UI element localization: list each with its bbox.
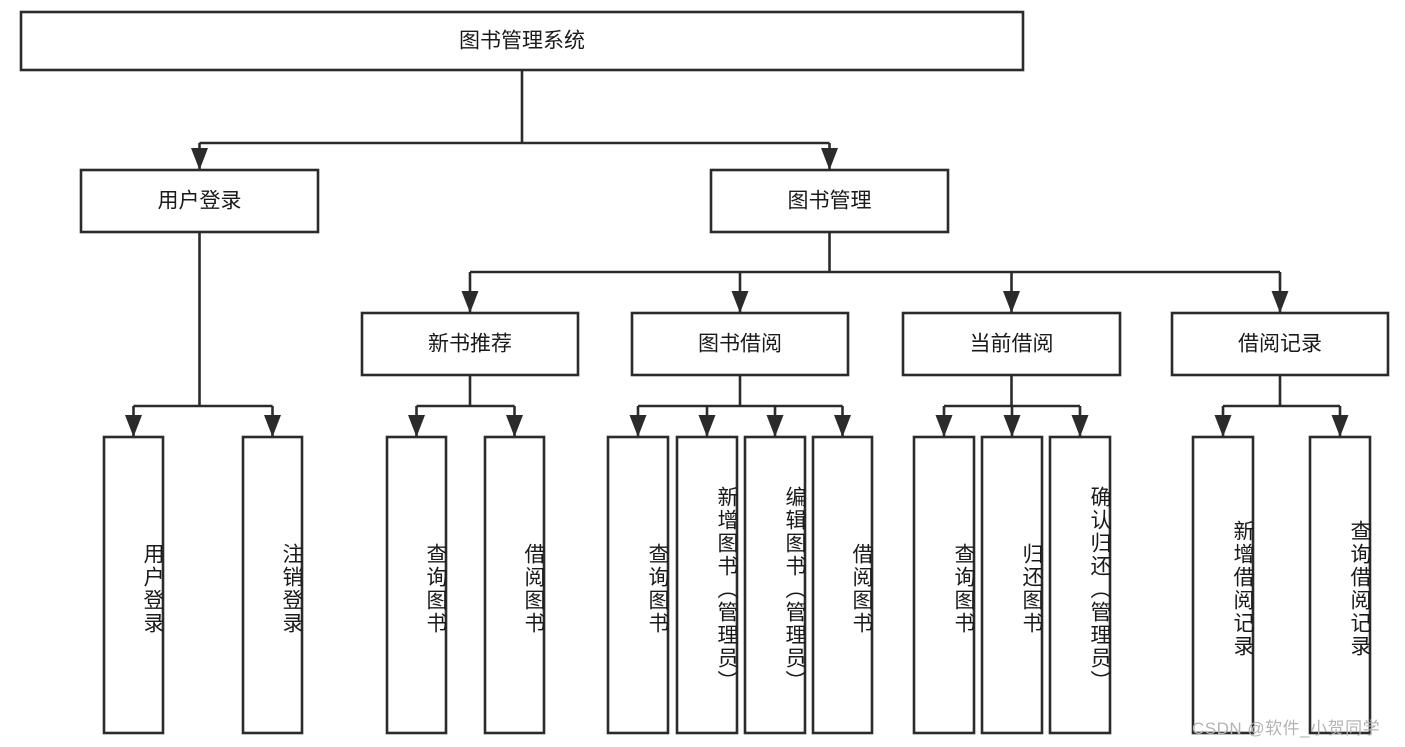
arrow-head-icon (408, 415, 425, 437)
node-leaf-2 (385, 435, 448, 735)
node-leaf-0 (102, 435, 165, 735)
node-leaf-6 (743, 435, 807, 735)
node-root-rect[interactable] (19, 10, 1025, 72)
node-level2-0 (79, 168, 320, 234)
arrow-head-icon (506, 415, 523, 437)
node-level2-1-label: 图书管理 (788, 190, 872, 213)
node-leaf-10 (1048, 435, 1112, 735)
node-leaf-5-rect[interactable] (675, 435, 739, 735)
node-leaf-9-rect[interactable] (980, 435, 1044, 735)
node-level3-3-label: 借阅记录 (1238, 333, 1322, 356)
node-leaf-2-rect[interactable] (385, 435, 448, 735)
node-level3-2-rect[interactable] (901, 311, 1122, 377)
arrow-head-icon (1214, 415, 1232, 437)
node-level3-0 (360, 311, 580, 377)
arrow-head-icon (191, 148, 208, 170)
node-root-label: 图书管理系统 (459, 30, 585, 53)
watermark: CSDN @软件_小贺同学 (1192, 719, 1381, 738)
node-leaf-8-rect[interactable] (912, 435, 976, 735)
node-level3-0-label: 新书推荐 (428, 333, 512, 356)
node-leaf-12 (1308, 435, 1372, 735)
boxes-layer (19, 10, 1390, 735)
node-level2-1-rect[interactable] (709, 168, 950, 234)
node-leaf-1-rect[interactable] (241, 435, 304, 735)
node-leaf-5 (675, 435, 739, 735)
node-level2-0-label: 用户登录 (158, 190, 242, 213)
node-level2-1 (709, 168, 950, 234)
node-leaf-11 (1191, 435, 1255, 735)
arrow-head-icon (731, 291, 749, 313)
node-leaf-0-rect[interactable] (102, 435, 165, 735)
arrow-head-icon (834, 415, 851, 437)
arrow-head-icon (629, 415, 647, 437)
node-level3-2-label: 当前借阅 (970, 333, 1054, 356)
node-level3-0-rect[interactable] (360, 311, 580, 377)
node-leaf-6-rect[interactable] (743, 435, 807, 735)
arrow-head-icon (766, 415, 784, 437)
node-leaf-12-rect[interactable] (1308, 435, 1372, 735)
arrow-head-icon (698, 415, 716, 437)
arrow-head-icon (461, 291, 479, 313)
node-leaf-11-rect[interactable] (1191, 435, 1255, 735)
arrow-head-icon (1071, 415, 1089, 437)
node-leaf-9 (980, 435, 1044, 735)
node-level2-0-rect[interactable] (79, 168, 320, 234)
node-level3-3 (1170, 311, 1390, 377)
connectors-layer (125, 70, 1349, 437)
arrow-head-icon (1331, 415, 1349, 437)
arrow-head-icon (935, 415, 953, 437)
arrow-head-icon (1003, 291, 1020, 313)
arrow-head-icon (125, 415, 142, 437)
node-leaf-7 (811, 435, 874, 735)
node-leaf-10-rect[interactable] (1048, 435, 1112, 735)
node-root (19, 10, 1025, 72)
node-leaf-7-rect[interactable] (811, 435, 874, 735)
node-leaf-3-rect[interactable] (483, 435, 546, 735)
node-level3-1 (630, 311, 850, 377)
node-leaf-1 (241, 435, 304, 735)
node-level3-3-rect[interactable] (1170, 311, 1390, 377)
node-leaf-4 (606, 435, 670, 735)
node-level3-1-rect[interactable] (630, 311, 850, 377)
node-leaf-4-rect[interactable] (606, 435, 670, 735)
node-level3-1-label: 图书借阅 (698, 333, 782, 356)
arrow-head-icon (1271, 291, 1289, 313)
arrow-head-icon (821, 148, 838, 170)
node-leaf-8 (912, 435, 976, 735)
node-level3-2 (901, 311, 1122, 377)
arrow-head-icon (1003, 415, 1021, 437)
arrow-head-icon (264, 415, 281, 437)
node-leaf-3 (483, 435, 546, 735)
